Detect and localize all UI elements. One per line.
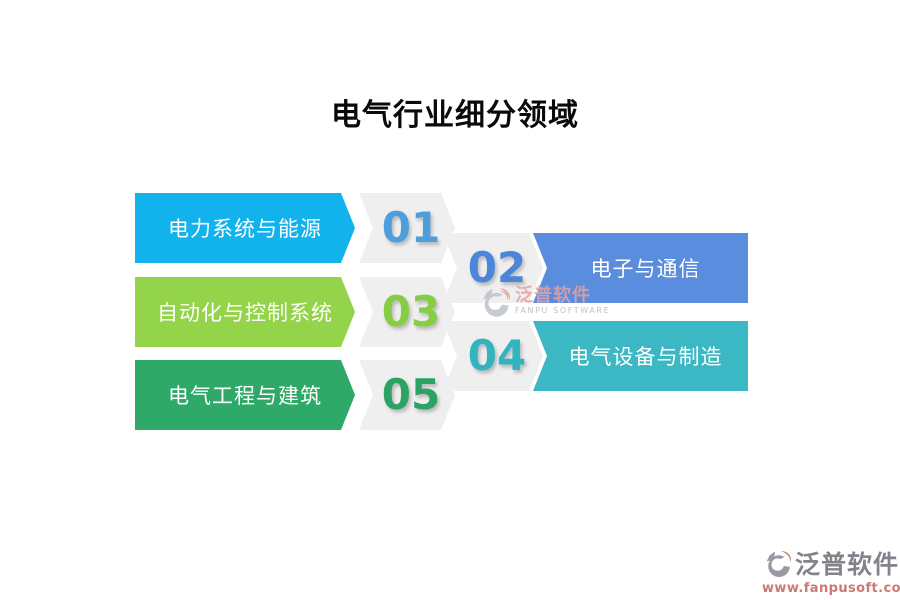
number-chevron-2: 02 bbox=[443, 233, 543, 303]
number-chevron-4: 04 bbox=[443, 321, 543, 391]
category-band-4: 电气设备与制造 bbox=[533, 321, 748, 391]
category-label-1: 电力系统与能源 bbox=[168, 217, 322, 241]
corner-watermark: 泛普软件 www.fanpusoft.com bbox=[762, 549, 900, 596]
corner-watermark-url: www.fanpusoft.com bbox=[762, 581, 900, 596]
category-band-3: 自动化与控制系统 bbox=[135, 277, 355, 347]
step-number-3: 03 bbox=[381, 287, 441, 336]
step-number-5: 05 bbox=[381, 370, 441, 419]
number-chevron-5: 05 bbox=[359, 360, 455, 430]
center-watermark-text: 泛普软件 FANPU SOFTWARE bbox=[515, 285, 611, 316]
number-chevron-1: 01 bbox=[359, 193, 455, 263]
center-watermark-brand: 泛普软件 bbox=[515, 285, 591, 306]
category-band-5: 电气工程与建筑 bbox=[135, 360, 355, 430]
page-title: 电气行业细分领域 bbox=[331, 98, 579, 133]
category-band-1: 电力系统与能源 bbox=[135, 193, 355, 263]
step-number-1: 01 bbox=[381, 203, 441, 252]
step-number-2: 02 bbox=[467, 243, 527, 292]
fanpu-logo-icon bbox=[766, 551, 792, 578]
category-label-2: 电子与通信 bbox=[590, 257, 701, 281]
category-label-4: 电气设备与制造 bbox=[568, 345, 723, 369]
number-chevron-3: 03 bbox=[359, 277, 455, 347]
category-label-5: 电气工程与建筑 bbox=[168, 384, 322, 408]
center-watermark: 泛普软件 FANPU SOFTWARE bbox=[478, 286, 610, 320]
center-watermark-subtitle: FANPU SOFTWARE bbox=[515, 306, 611, 315]
step-number-4: 04 bbox=[467, 331, 527, 380]
category-band-2: 电子与通信 bbox=[533, 233, 748, 303]
fanpu-logo-icon bbox=[483, 288, 510, 317]
corner-watermark-brand: 泛普软件 bbox=[795, 549, 900, 579]
category-label-3: 自动化与控制系统 bbox=[157, 301, 333, 325]
